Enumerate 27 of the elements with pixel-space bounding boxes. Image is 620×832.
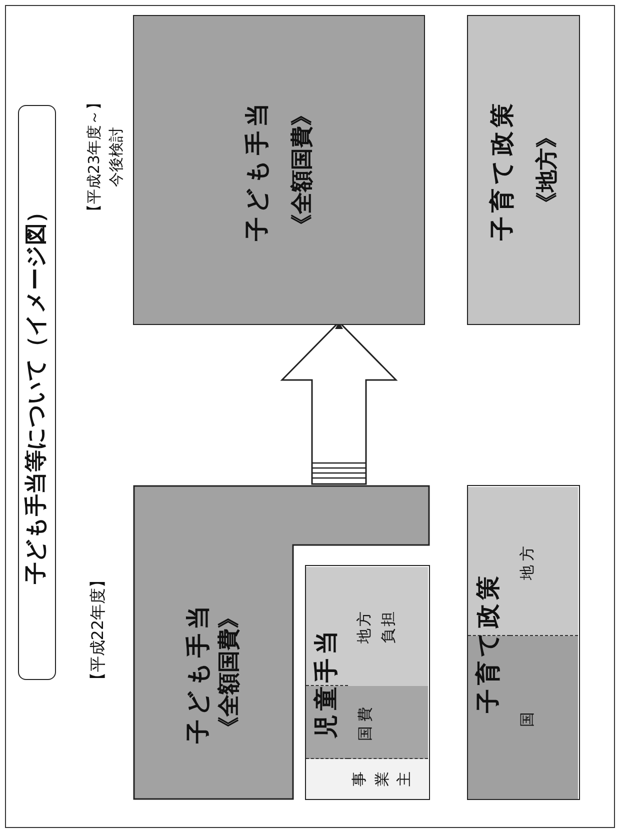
policy-box xyxy=(467,485,580,800)
heading: 子ども手当 xyxy=(242,99,272,241)
part-label: 地方 xyxy=(518,542,537,580)
allowance-box xyxy=(305,565,430,800)
part-label: 国費 xyxy=(356,703,375,741)
funding-part xyxy=(348,567,428,686)
funding-part xyxy=(348,686,428,759)
allowance-region xyxy=(133,485,430,800)
allowance-box xyxy=(133,15,425,325)
funding-note: 《全額国費》 xyxy=(289,104,316,236)
funding-part xyxy=(510,487,578,636)
heading: 子ども手当 xyxy=(183,602,213,744)
year-label: 【平成23年度～】 xyxy=(84,94,104,222)
funding-note: 《地方》 xyxy=(534,126,560,214)
part-label: 地方負担 xyxy=(354,608,398,646)
heading: 子育て政策 xyxy=(473,571,503,715)
part-label: 国 xyxy=(518,708,537,727)
funding-part xyxy=(510,636,578,799)
funding-note: 《全額国費》 xyxy=(216,606,243,738)
policy-box xyxy=(467,15,580,325)
heading: 子育て政策 xyxy=(486,100,516,240)
heading: 児童手当 xyxy=(311,626,341,740)
funding-part xyxy=(348,759,428,799)
year-label: 【平成22年度】 xyxy=(88,570,108,690)
part-label: 事業主 xyxy=(349,770,414,788)
title: 子ども手当等について（イメージ図） xyxy=(18,105,56,680)
year-label: 今後検討 xyxy=(106,126,126,189)
